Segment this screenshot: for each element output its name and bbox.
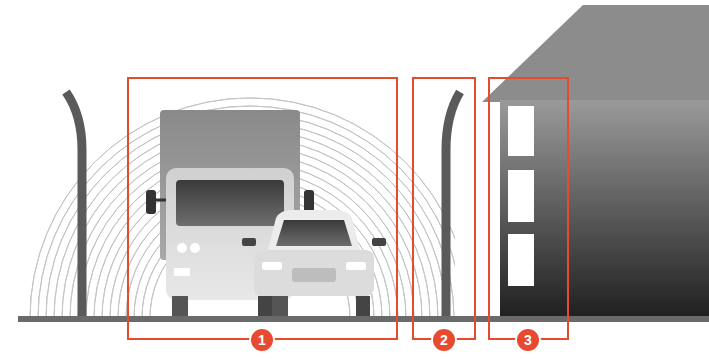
noise-barrier bbox=[446, 92, 460, 318]
callout-number: 2 bbox=[431, 327, 457, 353]
car bbox=[242, 210, 386, 318]
house bbox=[482, 5, 709, 320]
sound-wave bbox=[86, 154, 414, 318]
sound-wave bbox=[38, 106, 455, 318]
sound-wave bbox=[30, 98, 455, 318]
callout-frame bbox=[128, 78, 568, 339]
callout-number: 3 bbox=[515, 327, 541, 353]
ground bbox=[18, 316, 709, 322]
callout-number: 1 bbox=[249, 327, 275, 353]
fence-post bbox=[66, 92, 82, 318]
sound-waves bbox=[30, 98, 455, 318]
sound-wave bbox=[78, 146, 422, 318]
